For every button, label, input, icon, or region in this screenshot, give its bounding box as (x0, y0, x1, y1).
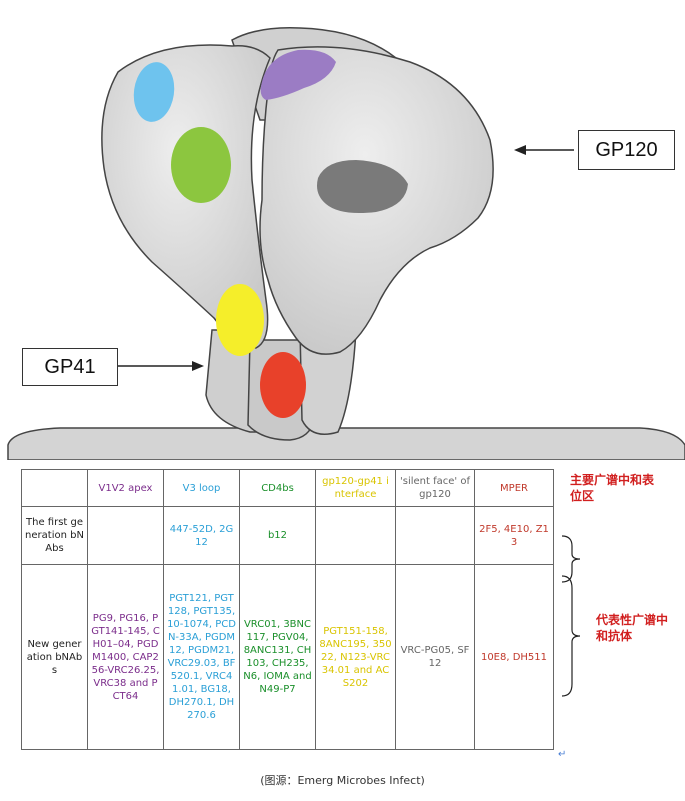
table-row: The first generation bNAbs 447-52D, 2G12… (21, 506, 554, 565)
cell-first-v1v2 (87, 506, 164, 565)
header-mper: MPER (474, 469, 554, 507)
cell-new-silent-face: VRC-PG05, SF12 (395, 564, 475, 750)
cell-first-interface (315, 506, 396, 565)
gp41-label: GP41 (22, 348, 118, 386)
cell-new-interface: PGT151-158, 8ANC195, 35022, N123-VRC34.0… (315, 564, 396, 750)
row-label-new-generation: New generation bNAbs (21, 564, 88, 750)
cd4bs-epitope (260, 49, 336, 100)
cell-new-v1v2: PG9, PG16, PGT141-145, CH01–04, PGDM1400… (87, 564, 164, 750)
silent-face-epitope (317, 160, 408, 213)
header-v1v2-apex: V1V2 apex (87, 469, 164, 507)
header-cd4bs: CD4bs (239, 469, 316, 507)
cell-first-v3: 447-52D, 2G12 (163, 506, 240, 565)
header-v3-loop: V3 loop (163, 469, 240, 507)
v1v2-apex-epitope (133, 62, 175, 122)
cell-first-cd4bs: b12 (239, 506, 316, 565)
gp41-arrowhead (192, 361, 204, 371)
paragraph-end-mark: ↵ (558, 749, 567, 760)
mper-epitope (260, 352, 306, 418)
cell-first-silent-face (395, 506, 475, 565)
bnab-epitope-table: V1V2 apex V3 loop CD4bs gp120-gp41 inter… (21, 469, 554, 750)
bracket-new-generation (561, 575, 581, 697)
v3-loop-epitope (171, 127, 231, 203)
table-row: New generation bNAbs PG9, PG16, PGT141-1… (21, 564, 554, 750)
cell-new-cd4bs: VRC01, 3BNC117, PGV04, 8ANC131, CH103, C… (239, 564, 316, 750)
gp120-arrowhead (514, 145, 526, 155)
header-silent-face: 'silent face' of gp120 (395, 469, 475, 507)
membrane (7, 427, 685, 460)
table-header-row: V1V2 apex V3 loop CD4bs gp120-gp41 inter… (21, 469, 554, 507)
header-gp120-gp41-interface: gp120-gp41 interface (315, 469, 396, 507)
cell-new-mper: 10E8, DH511 (474, 564, 554, 750)
gp120-label: GP120 (578, 130, 675, 170)
cell-new-v3: PGT121, PGT128, PGT135, 10-1074, PCDN-33… (163, 564, 240, 750)
header-blank (21, 469, 88, 507)
figure-caption: (图源：Emerg Microbes Infect) (260, 774, 425, 787)
cell-first-mper: 2F5, 4E10, Z13 (474, 506, 554, 565)
representative-antibodies-label: 代表性广谱中和抗体 (596, 613, 669, 643)
gp120-gp41-interface-epitope (216, 284, 264, 356)
bracket-first-generation (561, 535, 581, 583)
gp41-stalk-right (299, 329, 357, 435)
env-trimer-illustration (7, 27, 685, 460)
epitope-region-label: 主要广谱中和表位区 (570, 473, 655, 503)
row-label-first-generation: The first generation bNAbs (21, 506, 88, 565)
